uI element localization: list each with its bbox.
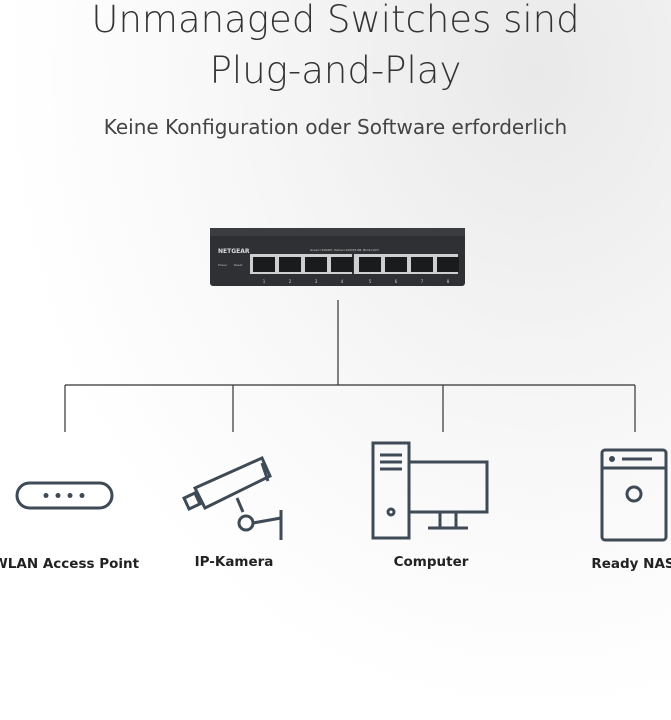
switch-legend: Green=1000M, Yellow=100M/10M, Blink=ACT — [310, 248, 379, 252]
switch-port-number: 7 — [421, 279, 424, 284]
switch-port-number: 1 — [263, 279, 266, 284]
switch-port — [305, 257, 327, 272]
reset-label: Reset — [234, 263, 243, 267]
switch-port — [253, 257, 275, 272]
switch-port — [331, 257, 353, 272]
access-point-icon — [15, 481, 114, 510]
switch-port-number: 2 — [289, 279, 292, 284]
title-line-2: Plug-and-Play — [209, 49, 462, 92]
switch-port-number: 3 — [315, 279, 318, 284]
switch-brand: NETGEAR — [218, 248, 250, 255]
switch-port — [411, 257, 433, 272]
switch-port — [437, 257, 459, 272]
switch-image: NETGEAR Green=1000M, Yellow=100M/10M, Bl… — [210, 228, 465, 286]
switch-port-number: 8 — [447, 279, 450, 284]
switch-port-number: 6 — [395, 279, 398, 284]
device-label-ip-kamera: IP-Kamera — [194, 554, 274, 570]
device-label-wlan-access-point: WLAN Access Point — [0, 556, 140, 572]
switch-port-number: 4 — [341, 279, 344, 284]
device-label-computer: Computer — [393, 554, 469, 570]
connection-lines — [64, 300, 636, 432]
camera-icon — [182, 456, 283, 540]
subtitle: Keine Konfiguration oder Software erford… — [103, 115, 568, 139]
title-line-1: Unmanaged Switches sind — [91, 0, 580, 41]
nas-icon — [600, 448, 668, 542]
switch-port — [359, 257, 381, 272]
switch-port — [385, 257, 407, 272]
switch-port-number: 5 — [369, 279, 372, 284]
switch-port — [279, 257, 301, 272]
device-label-ready-nas: Ready NAS — [591, 556, 671, 572]
power-label: Power — [218, 263, 228, 267]
computer-icon — [371, 441, 489, 540]
